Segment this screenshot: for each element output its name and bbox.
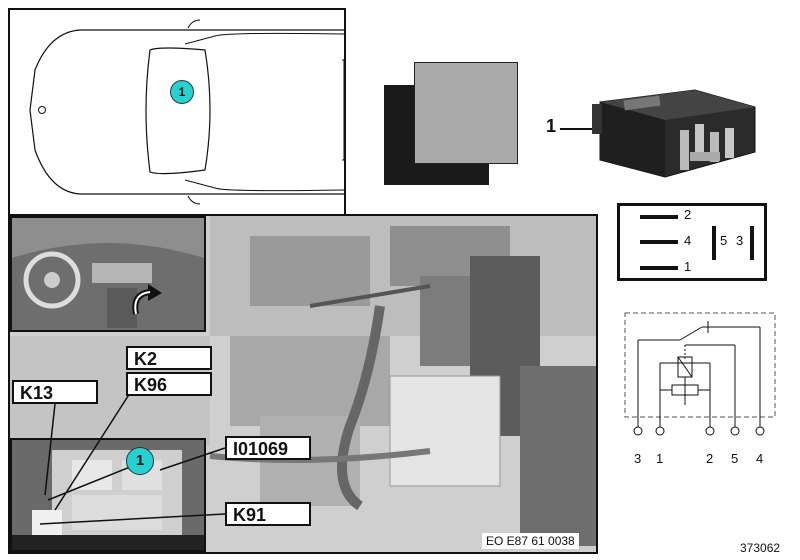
part-leader-line xyxy=(560,128,594,130)
pin-label: 5 xyxy=(720,233,728,248)
dashboard-inset xyxy=(10,216,206,332)
component-label-k96: K96 xyxy=(126,372,212,396)
pin-label: 1 xyxy=(684,259,692,274)
fusebox-inset xyxy=(10,438,206,552)
car-outline-icon xyxy=(29,19,344,205)
pin-label: 3 xyxy=(736,233,744,248)
engine-bay-photo xyxy=(10,216,596,552)
schematic-pin-label: 2 xyxy=(706,451,714,466)
relay-icon xyxy=(592,89,756,178)
relay-schematic xyxy=(624,312,776,436)
car-locator-panel: 1 xyxy=(8,8,346,216)
schematic-pin-label: 4 xyxy=(756,451,764,466)
component-label-i01069: I01069 xyxy=(225,436,311,460)
pinout-box: 2 4 1 5 3 xyxy=(617,203,767,281)
pin-label: 4 xyxy=(684,233,692,248)
photo-callout: 1 xyxy=(126,447,154,475)
location-photo-panel xyxy=(8,214,598,554)
photo-code: EO E87 61 0038 xyxy=(482,533,579,549)
part-number-label: 1 xyxy=(546,116,557,136)
component-label-k13: K13 xyxy=(12,380,98,404)
locator-callout: 1 xyxy=(170,80,194,104)
arrow-icon xyxy=(132,284,162,315)
schematic-pin-label: 3 xyxy=(634,451,642,466)
diagram-number: 373062 xyxy=(740,541,781,555)
component-label-k2: K2 xyxy=(126,346,212,370)
schematic-pin-label: 5 xyxy=(731,451,739,466)
component-label-k91: K91 xyxy=(225,502,311,526)
relay-color-swatch-gray xyxy=(414,62,518,164)
pin-label: 2 xyxy=(684,207,692,222)
schematic-pin-label: 1 xyxy=(656,451,664,466)
